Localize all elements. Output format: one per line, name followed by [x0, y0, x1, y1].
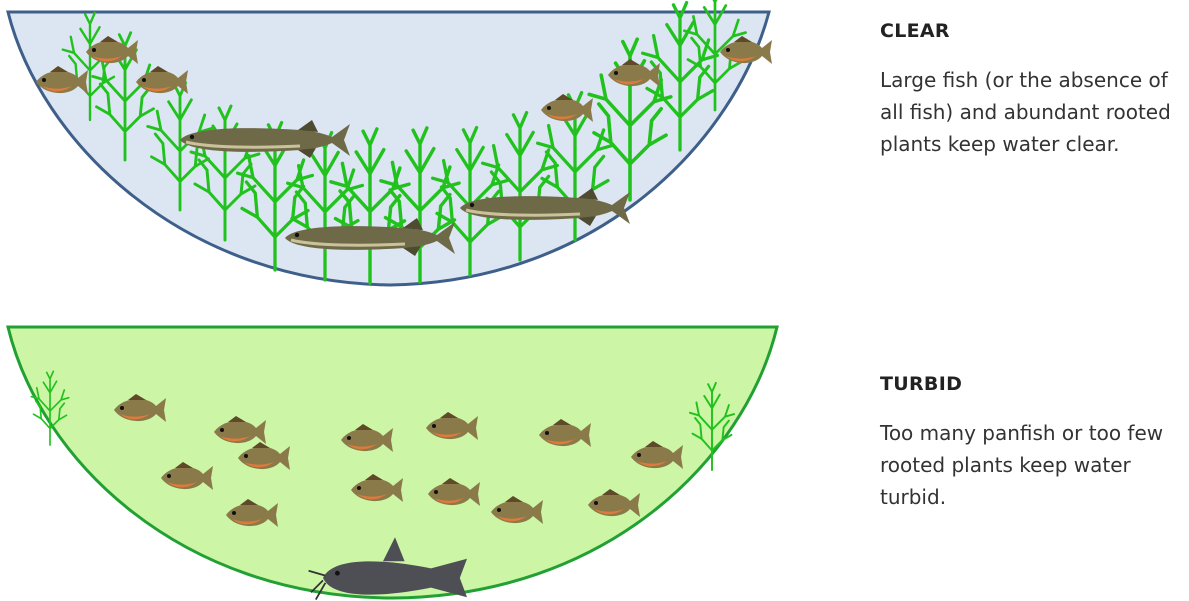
clear-lake: [8, 0, 772, 285]
turbid-panel-text: TURBID Too many panfish or too few roote…: [880, 373, 1185, 513]
clear-title: CLEAR: [880, 20, 1185, 42]
lake-diagram: [0, 0, 870, 601]
clear-panel-text: CLEAR Large fish (or the absence of all …: [880, 20, 1185, 160]
clear-description: Large fish (or the absence of all fish) …: [880, 64, 1185, 160]
turbid-description: Too many panfish or too few rooted plant…: [880, 417, 1185, 513]
turbid-title: TURBID: [880, 373, 1185, 395]
turbid-lake: [8, 327, 777, 600]
